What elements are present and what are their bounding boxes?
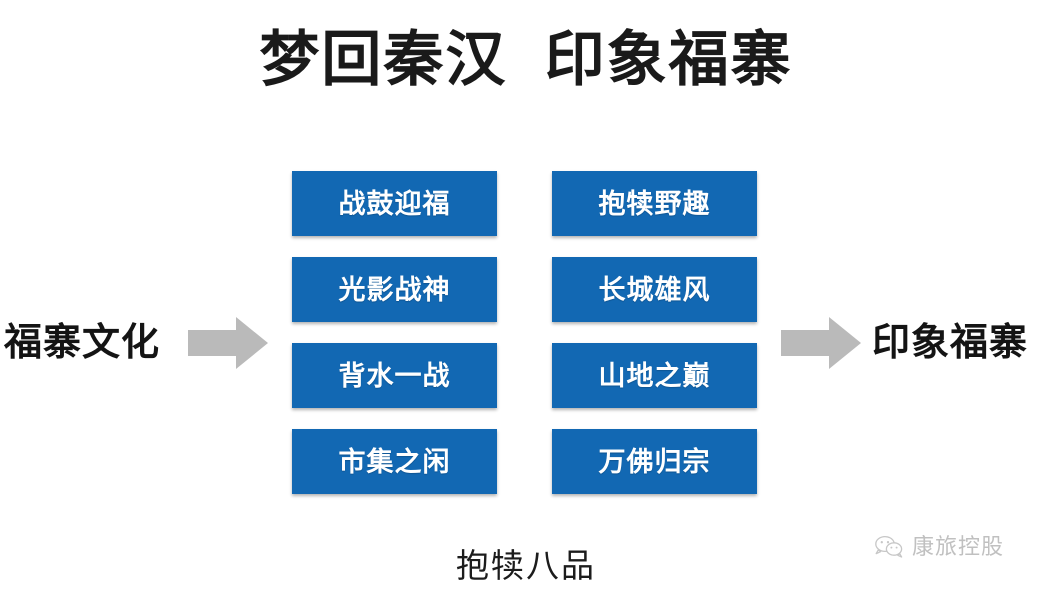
feature-column-2: 抱犊野趣 长城雄风 山地之巅 万佛归宗 (552, 171, 757, 494)
flow-output-label: 印象福寨 (872, 322, 1029, 364)
watermark-text: 康旅控股 (912, 534, 1005, 559)
watermark: 康旅控股 (874, 534, 1004, 560)
feature-box-label: 市集之闲 (338, 446, 451, 477)
feature-box[interactable]: 光影战神 (292, 257, 497, 322)
flow-input-label: 福寨文化 (4, 322, 161, 364)
feature-box[interactable]: 战鼓迎福 (292, 171, 497, 236)
feature-box-label: 背水一战 (338, 360, 451, 391)
feature-box-label: 长城雄风 (598, 274, 711, 305)
feature-column-1: 战鼓迎福 光影战神 背水一战 市集之闲 (292, 171, 497, 494)
feature-box-label: 山地之巅 (598, 360, 711, 391)
arrow-right-icon-left (188, 317, 268, 369)
arrow-right-icon-right (781, 317, 861, 369)
page-title: 梦回秦汉 印象福寨 (259, 26, 793, 93)
feature-box[interactable]: 长城雄风 (552, 257, 757, 322)
feature-box[interactable]: 抱犊野趣 (552, 171, 757, 236)
feature-box[interactable]: 山地之巅 (552, 343, 757, 408)
wechat-icon (874, 534, 904, 560)
slide-caption: 抱犊八品 (456, 547, 596, 584)
feature-box[interactable]: 万佛归宗 (552, 429, 757, 494)
feature-box-label: 光影战神 (338, 274, 451, 305)
feature-box-label: 抱犊野趣 (598, 188, 711, 219)
feature-box-label: 战鼓迎福 (338, 188, 451, 219)
feature-box[interactable]: 市集之闲 (292, 429, 497, 494)
feature-box-label: 万佛归宗 (598, 446, 711, 477)
feature-box[interactable]: 背水一战 (292, 343, 497, 408)
